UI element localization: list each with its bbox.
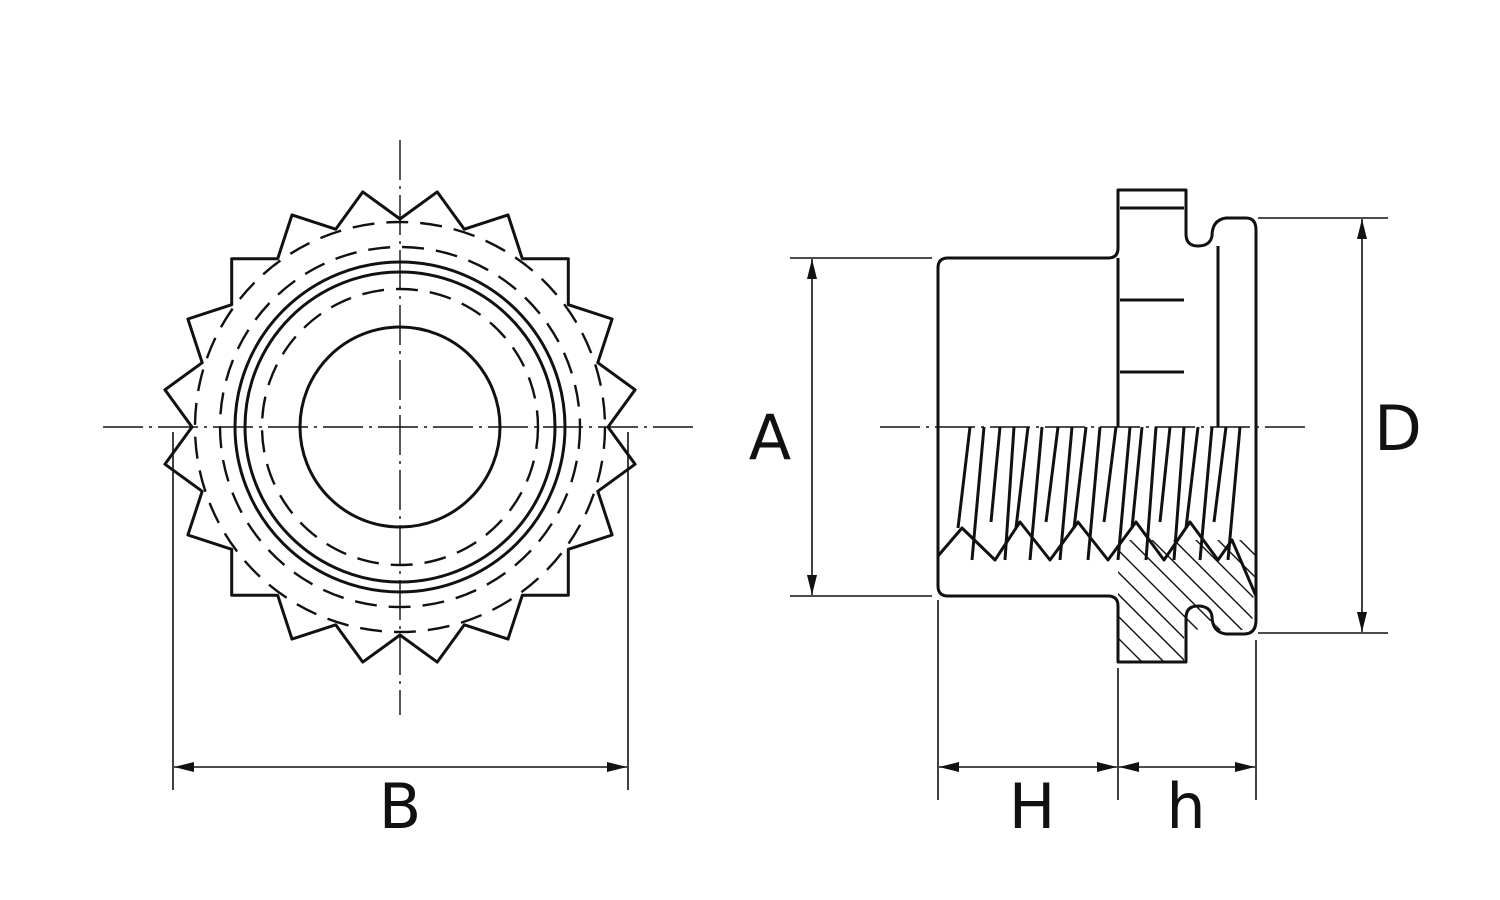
hatch-line	[1264, 520, 1424, 680]
front-view	[103, 140, 697, 715]
thread-flank-line	[1212, 426, 1228, 523]
dimension-d: D	[1258, 217, 1422, 634]
side-view	[538, 188, 1500, 680]
hatch-line	[938, 540, 1095, 662]
hatch-line	[626, 520, 786, 680]
thread-flank-line	[1044, 426, 1060, 523]
thread-flank-line	[1198, 426, 1214, 561]
hatch-line	[1109, 540, 1256, 662]
thread-profile	[936, 520, 1258, 597]
dimension-a: A	[749, 257, 932, 597]
hatch-line	[938, 540, 1073, 662]
hatch-line	[938, 540, 985, 662]
side-profile-outline	[936, 188, 1258, 664]
hatch-line	[1131, 540, 1256, 662]
hatch-line	[1021, 540, 1183, 662]
knurled-outline	[163, 190, 637, 664]
thread-flank-line	[1028, 426, 1044, 561]
hatch-line	[1308, 520, 1468, 680]
hatch-line	[1043, 540, 1205, 662]
thread-flank-line	[1172, 426, 1186, 561]
thread-flank-line	[1003, 426, 1016, 561]
label-b: B	[379, 770, 422, 843]
label-d: D	[1374, 392, 1422, 465]
section-hatching	[538, 520, 1500, 680]
hatch-line	[538, 520, 698, 680]
thread-flank-line	[1014, 426, 1030, 529]
hatch-line	[648, 520, 808, 680]
hatch-line	[714, 520, 874, 680]
hatch-line	[1330, 520, 1490, 680]
hatch-line	[1219, 540, 1256, 662]
thread-flank-line	[1072, 426, 1088, 529]
thread-flank-line	[1226, 426, 1242, 561]
thread-flank-line	[1144, 426, 1158, 561]
hatch-line	[977, 540, 1139, 662]
hatch-line	[938, 540, 1051, 662]
hatch-line	[582, 520, 742, 680]
thread-flank-line	[1058, 426, 1074, 561]
label-a: A	[749, 401, 791, 474]
thread-flank-line	[1130, 426, 1144, 529]
label-h-large: H	[1009, 770, 1056, 843]
hatch-line	[670, 520, 830, 680]
hatch-line	[1396, 520, 1500, 680]
label-h-small: h	[1166, 770, 1205, 843]
hatch-line	[1153, 540, 1256, 662]
dimension-h-large: H	[937, 600, 1119, 843]
hatch-line	[692, 520, 852, 680]
thread-flank-line	[1086, 426, 1102, 561]
thread-flank-line	[956, 426, 972, 529]
thread-flank-line	[1102, 426, 1118, 523]
hatch-line	[1241, 540, 1256, 662]
thread-flanks	[956, 426, 1242, 561]
thread-flank-line	[970, 426, 986, 561]
hatch-line	[1286, 520, 1446, 680]
dimension-h-small: h	[1119, 640, 1257, 843]
hatch-line	[1087, 540, 1249, 662]
hatch-line	[1418, 520, 1500, 680]
hatch-line	[938, 540, 1007, 662]
thread-flank-line	[1158, 426, 1172, 523]
thread-flank-line	[989, 426, 1002, 523]
hatch-line	[999, 540, 1161, 662]
thread-flank-line	[1184, 426, 1200, 529]
thread-flank-line	[1116, 426, 1132, 561]
hatch-line	[1197, 540, 1256, 662]
hatch-line	[1352, 520, 1500, 680]
dimension-b: B	[172, 432, 629, 843]
hatch-line	[938, 540, 941, 662]
hatch-line	[736, 520, 896, 680]
hatch-line	[758, 520, 918, 680]
hatch-line	[1374, 520, 1500, 680]
